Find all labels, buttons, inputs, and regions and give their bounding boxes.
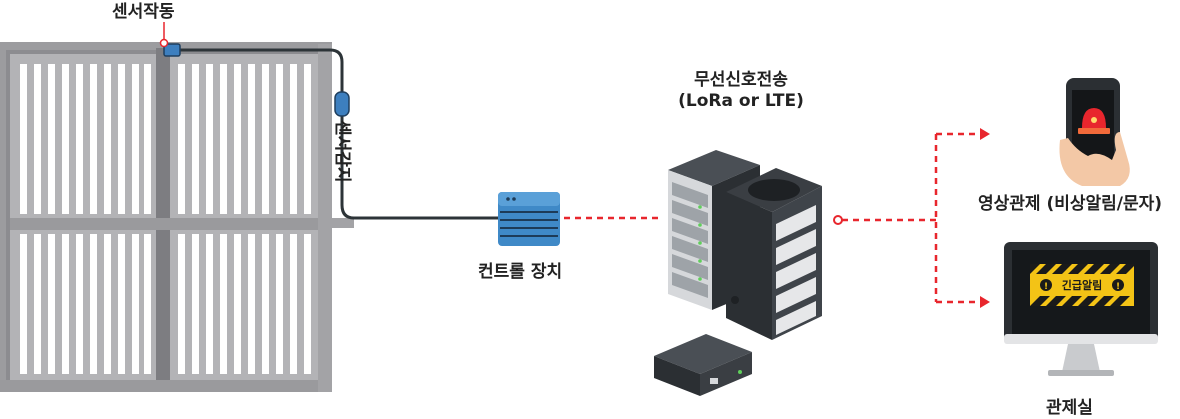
label-sensor-activation: 센서작동 [112, 2, 175, 22]
label-sensor-detection: 센서감지 [332, 120, 352, 183]
arrow-to-monitor [980, 296, 990, 308]
label-wireless-transmission: 무선신호전송 (LoRa or LTE) [676, 70, 806, 113]
door-sensor [159, 22, 181, 57]
label-control-device: 컨트롤 장치 [478, 262, 563, 282]
control-monitor: ! ! 긴급알림 [1004, 242, 1158, 376]
label-wireless-protocol: (LoRa or LTE) [678, 91, 804, 112]
alert-icon-left [1040, 279, 1052, 291]
emergency-alert-text: 긴급알림 [1062, 278, 1102, 292]
signal-origin-dot [833, 215, 843, 225]
gate [0, 42, 354, 392]
svg-text:!: ! [1116, 282, 1120, 292]
signal-output-lines [842, 132, 980, 304]
smartphone [1059, 78, 1130, 186]
control-device [498, 192, 560, 246]
label-control-room: 관제실 [1046, 398, 1093, 418]
router-box [654, 334, 752, 396]
sensor-cable [178, 48, 500, 220]
label-wireless-title: 무선신호전송 [694, 70, 788, 90]
label-video-monitoring: 영상관제 (비상알림/문자) [978, 194, 1163, 214]
svg-text:!: ! [1044, 282, 1048, 292]
arrow-to-phone [980, 128, 990, 140]
server-rack-right [726, 168, 822, 340]
alert-icon-right [1112, 279, 1124, 291]
